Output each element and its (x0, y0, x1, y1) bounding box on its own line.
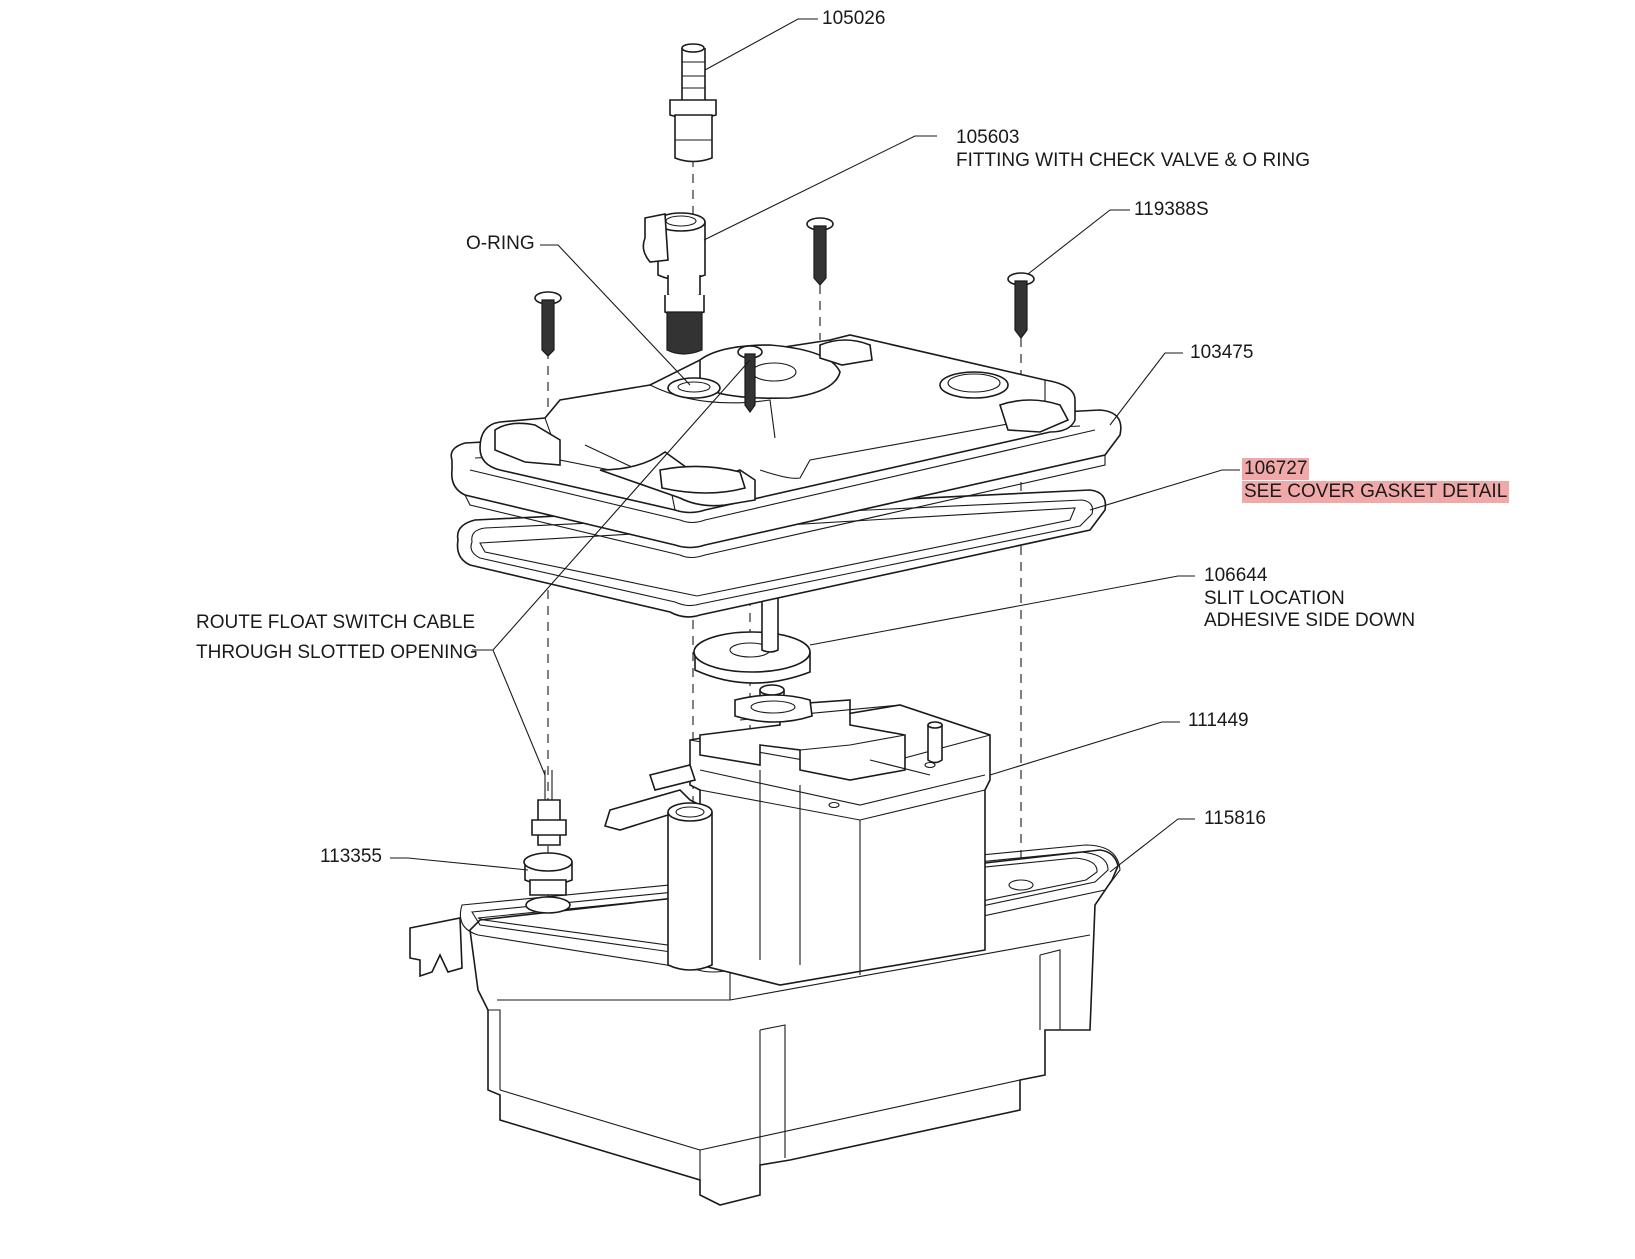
screw-center-right (806, 217, 834, 286)
label-113355: 113355 (320, 846, 382, 867)
label-106644-desc2: ADHESIVE SIDE DOWN (1204, 610, 1416, 631)
seal-ring (693, 560, 811, 684)
fitting-check-valve (642, 212, 706, 355)
o-ring (667, 377, 721, 399)
label-105603: 105603 (956, 127, 1020, 148)
label-105603-desc: FITTING WITH CHECK VALVE & O RING (956, 150, 1310, 171)
screws (534, 217, 1035, 414)
label-106727-desc: SEE COVER GASKET DETAIL (1242, 481, 1510, 503)
float-switch (523, 770, 573, 914)
screw-left (534, 291, 562, 357)
screw-center-left (737, 345, 763, 414)
barb-fitting (669, 43, 717, 163)
cover (450, 334, 1122, 559)
label-119388S: 119388S (1134, 199, 1209, 220)
label-103475: 103475 (1190, 342, 1254, 363)
label-111449: 111449 (1188, 710, 1249, 731)
label-115816: 115816 (1204, 808, 1266, 829)
label-106644: 106644 (1204, 565, 1268, 586)
label-route-cable-2: THROUGH SLOTTED OPENING (196, 642, 478, 663)
label-105026: 105026 (822, 8, 886, 29)
label-106644-desc1: SLIT LOCATION (1204, 588, 1345, 609)
screw-right (1007, 272, 1035, 339)
label-route-cable-1: ROUTE FLOAT SWITCH CABLE (196, 612, 476, 633)
label-o-ring: O-RING (466, 233, 535, 254)
pump-assembly (603, 684, 991, 986)
label-106727: 106727 (1242, 458, 1310, 480)
leader-lines (390, 18, 1240, 873)
